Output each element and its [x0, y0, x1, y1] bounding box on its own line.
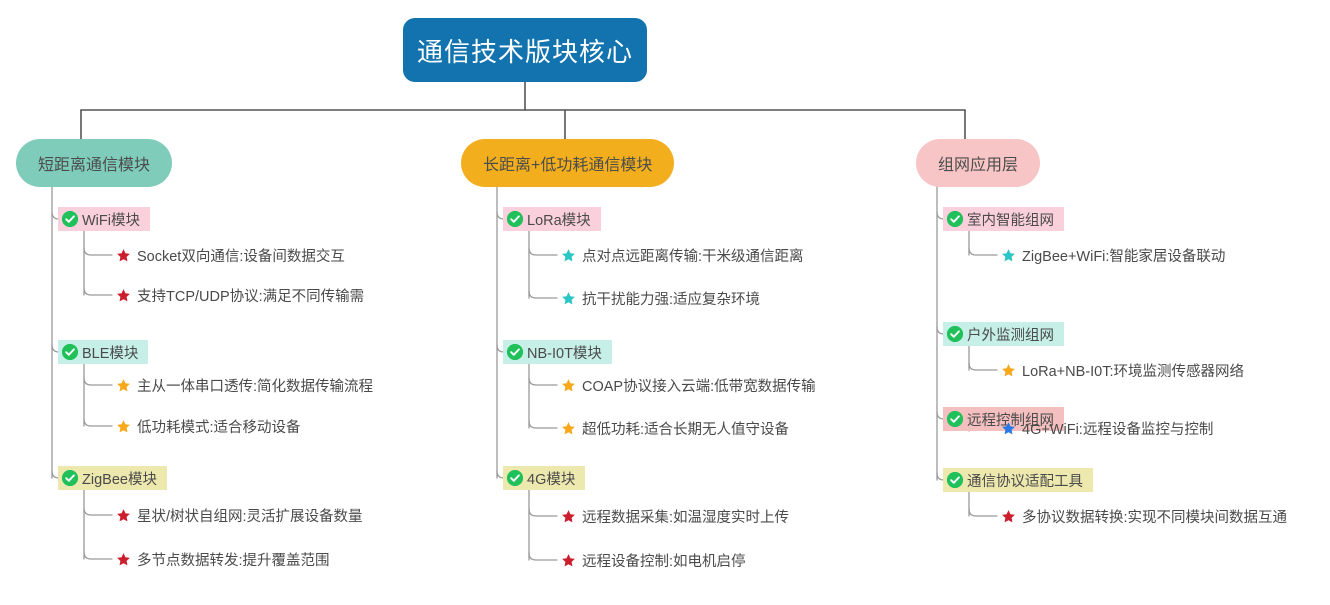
- leaf-2-3-1[interactable]: 远程数据采集:如温湿度实时上传: [561, 505, 789, 527]
- leaf-label: 远程数据采集:如温湿度实时上传: [582, 509, 790, 526]
- subnode-label: 4G模块: [527, 471, 576, 488]
- check-circle-icon: [947, 326, 963, 342]
- branch-node-label: 组网应用层: [938, 157, 1019, 174]
- subnode-label: WiFi模块: [82, 212, 140, 229]
- leaf-label: 点对点远距离传输:干米级通信距离: [582, 248, 804, 265]
- leaf-1-2-1[interactable]: 主从一体串口透传:简化数据传输流程: [116, 374, 373, 396]
- star-icon: [116, 288, 131, 303]
- leaf-1-3-2[interactable]: 多节点数据转发:提升覆盖范围: [116, 548, 330, 570]
- star-icon: [116, 508, 131, 523]
- check-circle-icon: [62, 344, 78, 360]
- leaf-2-2-1[interactable]: COAP协议接入云端:低带宽数据传输: [561, 374, 816, 396]
- star-icon: [561, 248, 576, 263]
- subnode-1-3[interactable]: ZigBee模块: [58, 466, 167, 490]
- subnode-label: 通信协议适配工具: [967, 473, 1083, 490]
- leaf-1-2-2[interactable]: 低功耗模式:适合移动设备: [116, 415, 301, 437]
- check-circle-icon: [947, 411, 963, 427]
- star-icon: [1001, 363, 1016, 378]
- check-circle-icon: [62, 211, 78, 227]
- subnode-label: 室内智能组网: [967, 212, 1054, 229]
- leaf-1-1-2[interactable]: 支持TCP/UDP协议:满足不同传输需: [116, 284, 364, 306]
- subnode-label: 户外监测组网: [967, 327, 1054, 344]
- leaf-1-3-1[interactable]: 星状/树状自组网:灵活扩展设备数量: [116, 504, 363, 526]
- leaf-2-1-1[interactable]: 点对点远距离传输:干米级通信距离: [561, 244, 804, 266]
- subnode-3-1[interactable]: 室内智能组网: [943, 207, 1064, 231]
- subnode-1-1[interactable]: WiFi模块: [58, 207, 150, 231]
- leaf-label: 主从一体串口透传:简化数据传输流程: [137, 378, 374, 395]
- star-icon: [116, 419, 131, 434]
- star-icon: [116, 552, 131, 567]
- star-icon: [561, 378, 576, 393]
- check-circle-icon: [507, 470, 523, 486]
- branch-node-3[interactable]: 组网应用层: [916, 139, 1041, 187]
- subnode-1-2[interactable]: BLE模块: [58, 340, 149, 364]
- check-circle-icon: [507, 211, 523, 227]
- leaf-3-3-1[interactable]: 4G+WiFi:远程设备监控与控制: [1001, 417, 1213, 439]
- check-circle-icon: [62, 470, 78, 486]
- subnode-2-3[interactable]: 4G模块: [503, 466, 586, 490]
- leaf-label: 抗干扰能力强:适应复杂环境: [582, 291, 761, 308]
- subnode-2-1[interactable]: LoRa模块: [503, 207, 601, 231]
- leaf-3-2-1[interactable]: LoRa+NB-I0T:环境监测传感器网络: [1001, 359, 1244, 381]
- leaf-label: Socket双向通信:设备间数据交互: [137, 248, 345, 265]
- subnode-label: LoRa模块: [527, 212, 591, 229]
- subnode-2-2[interactable]: NB-I0T模块: [503, 340, 612, 364]
- leaf-2-2-2[interactable]: 超低功耗:适合长期无人值守设备: [561, 417, 789, 439]
- check-circle-icon: [507, 344, 523, 360]
- leaf-3-1-1[interactable]: ZigBee+WiFi:智能家居设备联动: [1001, 244, 1225, 266]
- subnode-label: BLE模块: [82, 345, 139, 362]
- subnode-3-2[interactable]: 户外监测组网: [943, 322, 1064, 346]
- leaf-label: 多节点数据转发:提升覆盖范围: [137, 552, 330, 569]
- subnode-label: 远程控制组网: [967, 412, 1054, 429]
- star-icon: [116, 378, 131, 393]
- subnode-3-4[interactable]: 通信协议适配工具: [943, 468, 1093, 492]
- root-node[interactable]: 通信技术版块核心: [403, 18, 647, 82]
- branch-node-label: 长距离+低功耗通信模块: [483, 157, 653, 174]
- star-icon: [561, 421, 576, 436]
- star-icon: [561, 553, 576, 568]
- leaf-label: LoRa+NB-I0T:环境监测传感器网络: [1022, 363, 1244, 380]
- leaf-label: ZigBee+WiFi:智能家居设备联动: [1022, 248, 1226, 265]
- branch-node-label: 短距离通信模块: [38, 157, 151, 174]
- root-node-label: 通信技术版块核心: [416, 36, 633, 67]
- leaf-label: 多协议数据转换:实现不同模块间数据互通: [1022, 509, 1288, 526]
- star-icon: [561, 509, 576, 524]
- leaf-label: 低功耗模式:适合移动设备: [137, 419, 301, 436]
- check-circle-icon: [947, 211, 963, 227]
- leaf-2-3-2[interactable]: 远程设备控制:如电机启停: [561, 549, 746, 571]
- star-icon: [561, 291, 576, 306]
- star-icon: [116, 248, 131, 263]
- leaf-2-1-2[interactable]: 抗干扰能力强:适应复杂环境: [561, 287, 760, 309]
- branch-node-2[interactable]: 长距离+低功耗通信模块: [461, 139, 675, 187]
- leaf-1-1-1[interactable]: Socket双向通信:设备间数据交互: [116, 244, 345, 266]
- leaf-3-4-1[interactable]: 多协议数据转换:实现不同模块间数据互通: [1001, 505, 1287, 527]
- subnode-label: NB-I0T模块: [527, 345, 602, 362]
- check-circle-icon: [947, 472, 963, 488]
- leaf-label: 超低功耗:适合长期无人值守设备: [582, 421, 790, 438]
- star-icon: [1001, 509, 1016, 524]
- branch-node-1[interactable]: 短距离通信模块: [16, 139, 173, 187]
- leaf-label: 星状/树状自组网:灵活扩展设备数量: [137, 508, 363, 525]
- leaf-label: COAP协议接入云端:低带宽数据传输: [582, 378, 816, 395]
- star-icon: [1001, 421, 1016, 436]
- leaf-label: 4G+WiFi:远程设备监控与控制: [1022, 421, 1214, 438]
- subnode-label: ZigBee模块: [82, 471, 157, 488]
- star-icon: [1001, 248, 1016, 263]
- leaf-label: 支持TCP/UDP协议:满足不同传输需: [137, 288, 365, 305]
- leaf-label: 远程设备控制:如电机启停: [582, 553, 746, 570]
